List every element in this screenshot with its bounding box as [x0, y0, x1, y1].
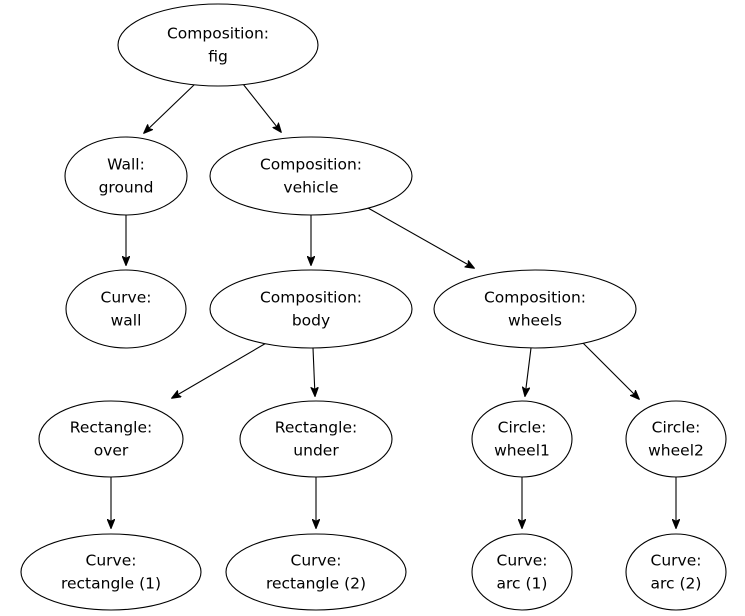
node-label-name-wheel1: wheel1 — [494, 442, 550, 460]
node-label-type-rectangle1: Curve: — [86, 552, 137, 570]
graph-node-wheel2[interactable]: Circle: wheel2 — [625, 400, 727, 478]
node-ellipse-wall[interactable] — [65, 269, 187, 349]
edge-line-fig-ground — [144, 83, 196, 133]
edge-line-fig-vehicle — [242, 83, 281, 132]
node-label-name-wheel2: wheel2 — [648, 442, 704, 460]
node-label-type-vehicle: Composition: — [260, 156, 362, 174]
graph-edge — [242, 83, 281, 132]
node-label-name-arc2: arc (2) — [651, 575, 702, 593]
node-label-name-over: over — [94, 442, 129, 460]
graph-node-ground[interactable]: Wall: ground — [64, 136, 188, 216]
node-ellipse-wheel1[interactable] — [471, 400, 573, 478]
edge-line-vehicle-wheels — [367, 207, 474, 268]
node-label-name-wheels: wheels — [508, 312, 562, 330]
node-label-name-vehicle: vehicle — [283, 179, 338, 197]
nodes-layer: Composition:figWall:groundComposition:ve… — [20, 3, 727, 611]
node-ellipse-rectangle2[interactable] — [225, 533, 407, 611]
node-ellipse-rectangle1[interactable] — [20, 533, 202, 611]
graph-edge — [525, 347, 532, 396]
node-ellipse-vehicle[interactable] — [209, 136, 413, 216]
graph-edge — [367, 207, 474, 268]
edge-line-wheels-wheel1 — [525, 347, 532, 396]
graph-node-wheels[interactable]: Composition: wheels — [433, 269, 637, 349]
node-label-name-rectangle2: rectangle (2) — [266, 575, 366, 593]
edge-line-wheels-wheel2 — [580, 340, 639, 399]
edge-line-body-under — [313, 347, 315, 396]
node-ellipse-over[interactable] — [38, 400, 184, 478]
node-ellipse-arc2[interactable] — [625, 533, 727, 611]
node-ellipse-fig[interactable] — [117, 3, 319, 87]
edge-line-body-over — [172, 341, 269, 398]
graph-node-rectangle2[interactable]: Curve: rectangle (2) — [225, 533, 407, 611]
graph-edge — [172, 341, 269, 398]
graph-node-over[interactable]: Rectangle: over — [38, 400, 184, 478]
graph-edge — [144, 83, 196, 133]
node-ellipse-body[interactable] — [209, 269, 413, 349]
graph-node-under[interactable]: Rectangle: under — [239, 400, 393, 478]
node-label-type-body: Composition: — [260, 289, 362, 307]
graph-node-body[interactable]: Composition: body — [209, 269, 413, 349]
graph-edge — [580, 340, 639, 399]
node-label-name-body: body — [292, 312, 330, 330]
node-label-name-wall: wall — [111, 312, 142, 330]
node-label-name-fig: fig — [208, 48, 228, 66]
node-ellipse-wheels[interactable] — [433, 269, 637, 349]
node-label-type-wall: Curve: — [101, 289, 152, 307]
node-ellipse-ground[interactable] — [64, 136, 188, 216]
edges-layer — [111, 83, 676, 528]
graph-node-wheel1[interactable]: Circle: wheel1 — [471, 400, 573, 478]
node-label-type-ground: Wall: — [107, 156, 145, 174]
node-ellipse-under[interactable] — [239, 400, 393, 478]
graph-node-fig[interactable]: Composition: fig — [117, 3, 319, 87]
node-label-type-fig: Composition: — [167, 25, 269, 43]
graph-edge — [313, 347, 315, 396]
node-label-name-arc1: arc (1) — [497, 575, 548, 593]
node-label-name-under: under — [293, 442, 339, 460]
node-label-type-under: Rectangle: — [275, 419, 357, 437]
node-ellipse-arc1[interactable] — [471, 533, 573, 611]
graph-node-wall[interactable]: Curve: wall — [65, 269, 187, 349]
node-label-type-arc2: Curve: — [651, 552, 702, 570]
node-label-name-rectangle1: rectangle (1) — [61, 575, 161, 593]
node-label-type-over: Rectangle: — [70, 419, 152, 437]
node-label-type-rectangle2: Curve: — [291, 552, 342, 570]
node-label-type-wheel1: Circle: — [498, 419, 547, 437]
graph-node-rectangle1[interactable]: Curve: rectangle (1) — [20, 533, 202, 611]
graph-node-arc2[interactable]: Curve: arc (2) — [625, 533, 727, 611]
node-label-type-wheels: Composition: — [484, 289, 586, 307]
node-label-type-arc1: Curve: — [497, 552, 548, 570]
graph-node-arc1[interactable]: Curve: arc (1) — [471, 533, 573, 611]
node-label-type-wheel2: Circle: — [652, 419, 701, 437]
graph-node-vehicle[interactable]: Composition: vehicle — [209, 136, 413, 216]
node-ellipse-wheel2[interactable] — [625, 400, 727, 478]
node-label-name-ground: ground — [99, 179, 154, 197]
